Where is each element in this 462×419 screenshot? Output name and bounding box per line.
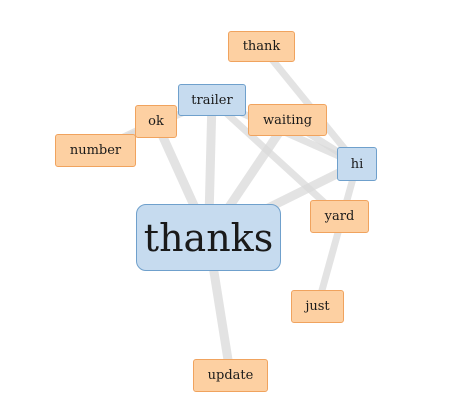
node-waiting[interactable]: waiting [248,104,327,136]
node-number[interactable]: number [55,134,136,167]
node-thanks[interactable]: thanks [136,204,281,271]
node-update[interactable]: update [193,359,268,392]
node-label: trailer [191,92,233,108]
node-trailer[interactable]: trailer [178,84,246,116]
edge-trailer-yard [208,96,343,220]
node-label: just [305,299,330,314]
edge-hi-just [314,160,361,310]
node-label: yard [324,209,355,224]
node-thank[interactable]: thank [228,31,295,62]
node-label: number [69,143,122,158]
node-label: ok [148,114,164,129]
node-just[interactable]: just [291,290,344,323]
node-label: thank [242,39,281,54]
node-yard[interactable]: yard [310,200,369,233]
node-label: waiting [262,112,313,128]
node-ok[interactable]: ok [135,105,177,138]
node-label: hi [350,156,364,172]
node-hi[interactable]: hi [337,147,377,181]
node-label: update [207,368,254,383]
node-label: thanks [143,215,274,260]
